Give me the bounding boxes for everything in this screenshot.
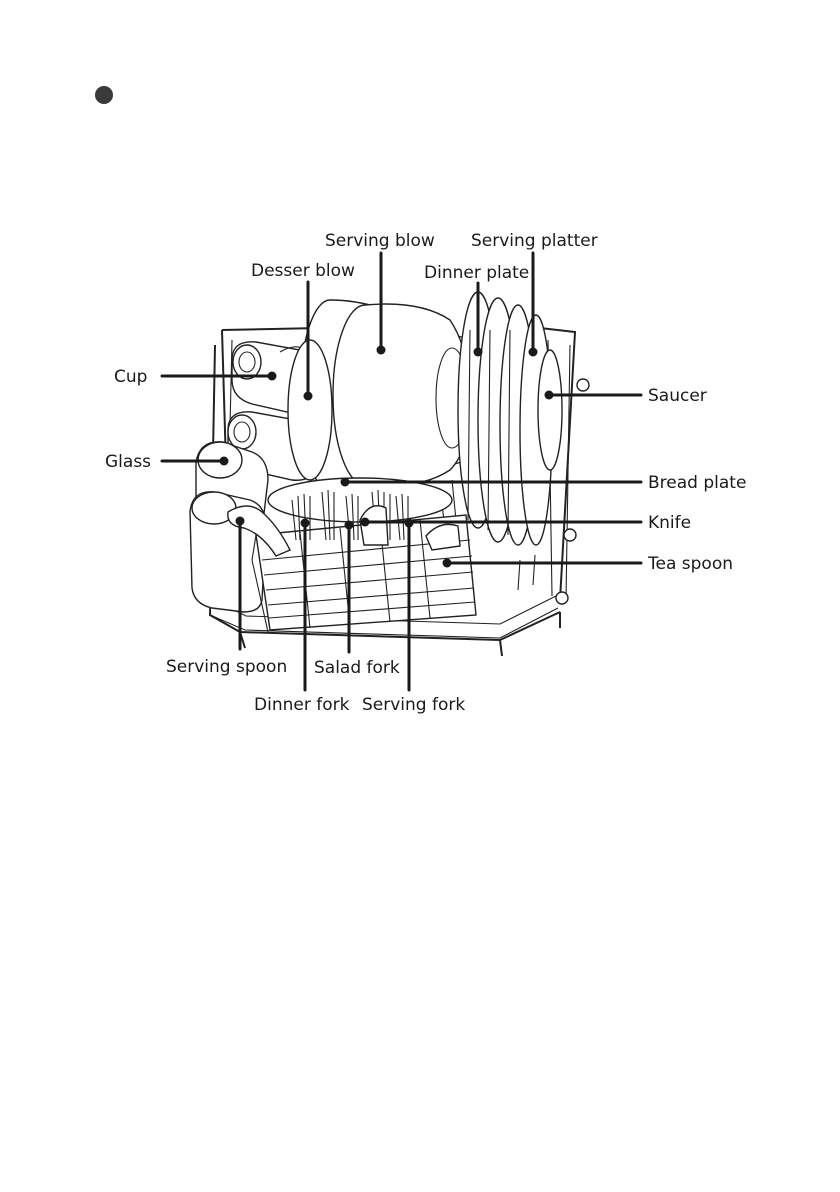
label-dinner-fork: Dinner fork [254,695,350,715]
label-desser-blow: Desser blow [251,261,355,281]
label-salad-fork: Salad fork [314,658,400,678]
rack-illustration [190,292,589,656]
label-serving-blow: Serving blow [325,231,435,251]
label-tea-spoon: Tea spoon [647,554,733,574]
label-cup: Cup [114,367,147,387]
label-dinner-plate: Dinner plate [424,263,529,283]
label-bread-plate: Bread plate [648,473,746,493]
label-saucer: Saucer [648,386,707,406]
bullet-marker [95,86,113,104]
bowl-drawing [288,300,470,490]
bread-plate-drawing [268,478,452,522]
label-serving-platter: Serving platter [471,231,598,251]
label-knife: Knife [648,513,691,533]
label-serving-spoon: Serving spoon [166,657,287,677]
label-serving-fork: Serving fork [362,695,465,715]
plate-drawing [458,292,562,545]
label-glass: Glass [105,452,151,472]
